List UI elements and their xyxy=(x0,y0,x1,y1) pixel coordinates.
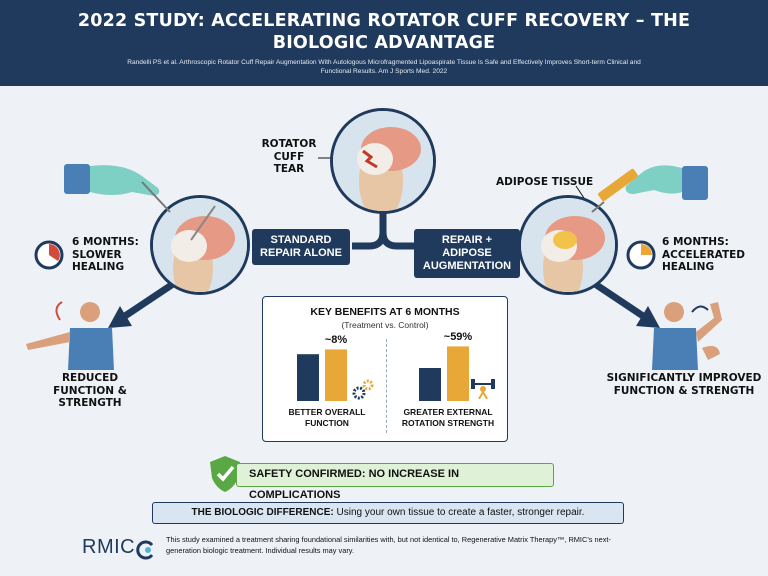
biologic-difference-banner: THE BIOLOGIC DIFFERENCE: Using your own … xyxy=(152,502,624,524)
strength-treatment-bar xyxy=(447,346,469,401)
benefits-divider xyxy=(386,339,387,433)
standard-repair-pill: STANDARD REPAIR ALONE xyxy=(252,229,350,265)
gloved-hand-icon xyxy=(64,164,171,213)
benefits-subtitle: (Treatment vs. Control) xyxy=(341,320,429,330)
syringe-icon xyxy=(591,165,708,213)
shoulder-tear-illustration xyxy=(330,108,436,214)
improved-function-person-icon xyxy=(652,302,722,370)
left-clock-label: 6 MONTHS: SLOWER HEALING xyxy=(72,236,139,273)
tear-label: ROTATOR CUFF TEAR xyxy=(261,138,317,175)
clock-slow-icon xyxy=(34,240,64,270)
page-title: 2022 STUDY: ACCELERATING ROTATOR CUFF RE… xyxy=(77,11,691,53)
rmic-logo: RMIC xyxy=(82,536,136,558)
header: 2022 STUDY: ACCELERATING ROTATOR CUFF RE… xyxy=(0,0,768,86)
adipose-augmentation-pill: REPAIR + ADIPOSE AUGMENTATION xyxy=(414,229,520,278)
function-control-bar xyxy=(297,354,319,401)
gears-icon xyxy=(352,379,374,400)
clock-fast-icon xyxy=(626,240,656,270)
safety-text: SAFETY CONFIRMED: NO INCREASE IN COMPLIC… xyxy=(249,468,460,501)
difference-label: THE BIOLOGIC DIFFERENCE: xyxy=(191,507,334,518)
adipose-label: ADIPOSE TISSUE xyxy=(496,176,594,188)
weightlifter-icon xyxy=(471,379,495,399)
strength-control-bar xyxy=(419,368,441,401)
shield-check-icon xyxy=(210,456,240,492)
right-clock-label: 6 MONTHS: ACCELERATED HEALING xyxy=(662,236,746,273)
citation: Randelli PS et al. Arthroscopic Rotator … xyxy=(127,59,641,75)
key-benefits-panel: KEY BENEFITS AT 6 MONTHS (Treatment vs. … xyxy=(262,296,508,442)
left-outcome-label: REDUCED FUNCTION & STRENGTH xyxy=(53,372,127,409)
strength-annotation: ~59% xyxy=(443,331,473,344)
arrow-down-left-icon xyxy=(108,306,132,328)
standard-repair-illustration xyxy=(150,195,250,295)
function-label: BETTER OVERALL FUNCTION xyxy=(288,407,366,428)
arrow-down-right-icon xyxy=(636,306,660,328)
logo-swirl-icon xyxy=(136,540,154,560)
reduced-function-person-icon xyxy=(26,301,114,370)
safety-banner: SAFETY CONFIRMED: NO INCREASE IN COMPLIC… xyxy=(236,463,554,501)
strength-chart xyxy=(419,346,469,401)
right-outcome-label: SIGNIFICANTLY IMPROVED FUNCTION & STRENG… xyxy=(606,372,762,397)
difference-text: Using your own tissue to create a faster… xyxy=(333,507,585,518)
function-treatment-bar xyxy=(325,349,347,401)
disclaimer: This study examined a treatment sharing … xyxy=(166,535,611,555)
function-annotation: ~8% xyxy=(324,334,348,347)
function-chart xyxy=(297,349,347,401)
benefits-title: KEY BENEFITS AT 6 MONTHS xyxy=(310,306,460,318)
strength-label: GREATER EXTERNAL ROTATION STRENGTH xyxy=(401,407,495,428)
